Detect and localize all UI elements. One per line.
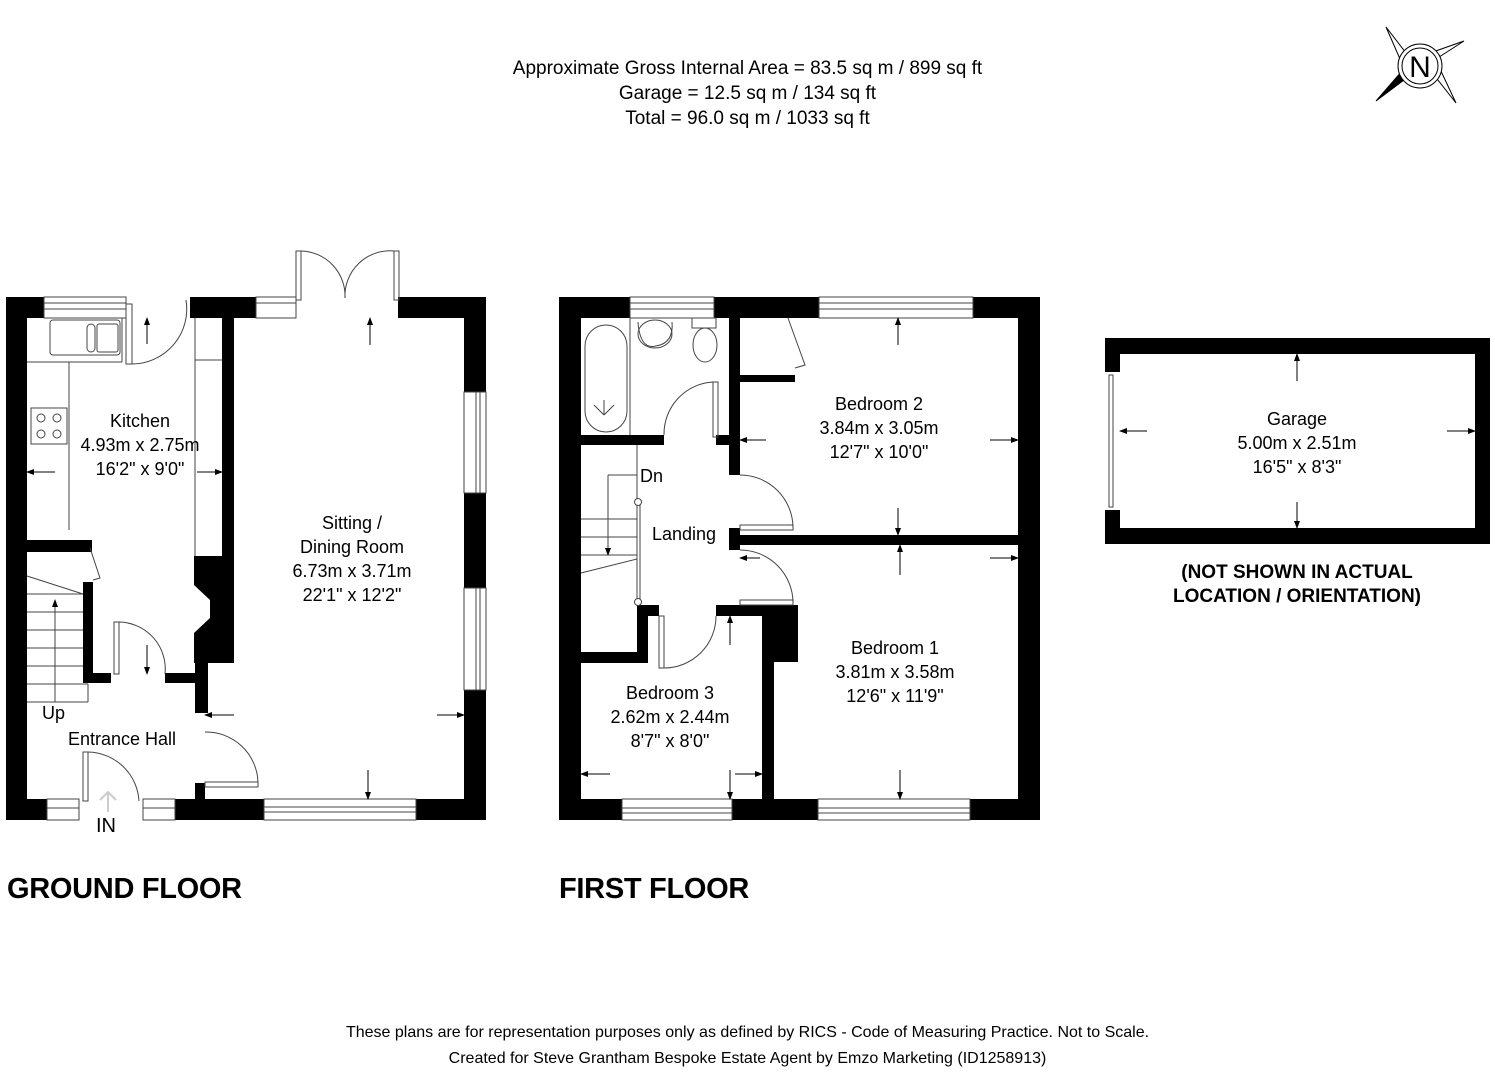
entrance-arrow-icon [99,790,117,812]
garage-area: Garage = 12.5 sq m / 134 sq ft [618,83,877,104]
room-label-bedroom-2: Bedroom 2 3.84m x 3.05m 12'7" x 10'0" [819,394,939,462]
footer-disclaimer: These plans are for representation purpo… [0,1020,1495,1072]
credit-line: Created for Steve Grantham Bespoke Estat… [448,1050,1047,1067]
room-label-landing: Landing [651,524,717,544]
garage-plan [1105,338,1490,544]
room-label-bedroom-1: Bedroom 1 3.81m x 3.58m 12'6" x 11'9" [835,638,955,706]
north-compass-icon: N [1375,26,1465,104]
room-label-garage: Garage 5.00m x 2.51m 16'5" x 8'3" [1237,409,1357,477]
total-area: Total = 96.0 sq m / 1033 sq ft [625,108,870,129]
stairs-up-label: Up [42,703,66,723]
gross-internal-area: Approximate Gross Internal Area = 83.5 s… [512,58,983,79]
entrance-in-label: IN [96,815,116,837]
room-label-entrance-hall: Entrance Hall [67,729,177,749]
svg-text:N: N [1409,51,1431,84]
room-label-sitting-dining-room: Sitting / Dining Room 6.73m x 3.71m 22'1… [292,513,412,605]
first-floor-title: FIRST FLOOR [559,873,750,905]
garage-location-note: (NOT SHOWN IN ACTUAL LOCATION / ORIENTAT… [1172,562,1422,607]
first-floor-plan [559,296,1040,821]
ground-floor-plan [6,250,487,821]
stairs-down-label: Dn [640,466,664,486]
room-label-bedroom-3: Bedroom 3 2.62m x 2.44m 8'7" x 8'0" [610,683,730,751]
area-summary: Approximate Gross Internal Area = 83.5 s… [0,56,1495,131]
ground-floor-title: GROUND FLOOR [7,873,242,905]
room-label-kitchen: Kitchen 4.93m x 2.75m 16'2" x 9'0" [80,411,200,479]
disclaimer-line: These plans are for representation purpo… [345,1024,1150,1041]
